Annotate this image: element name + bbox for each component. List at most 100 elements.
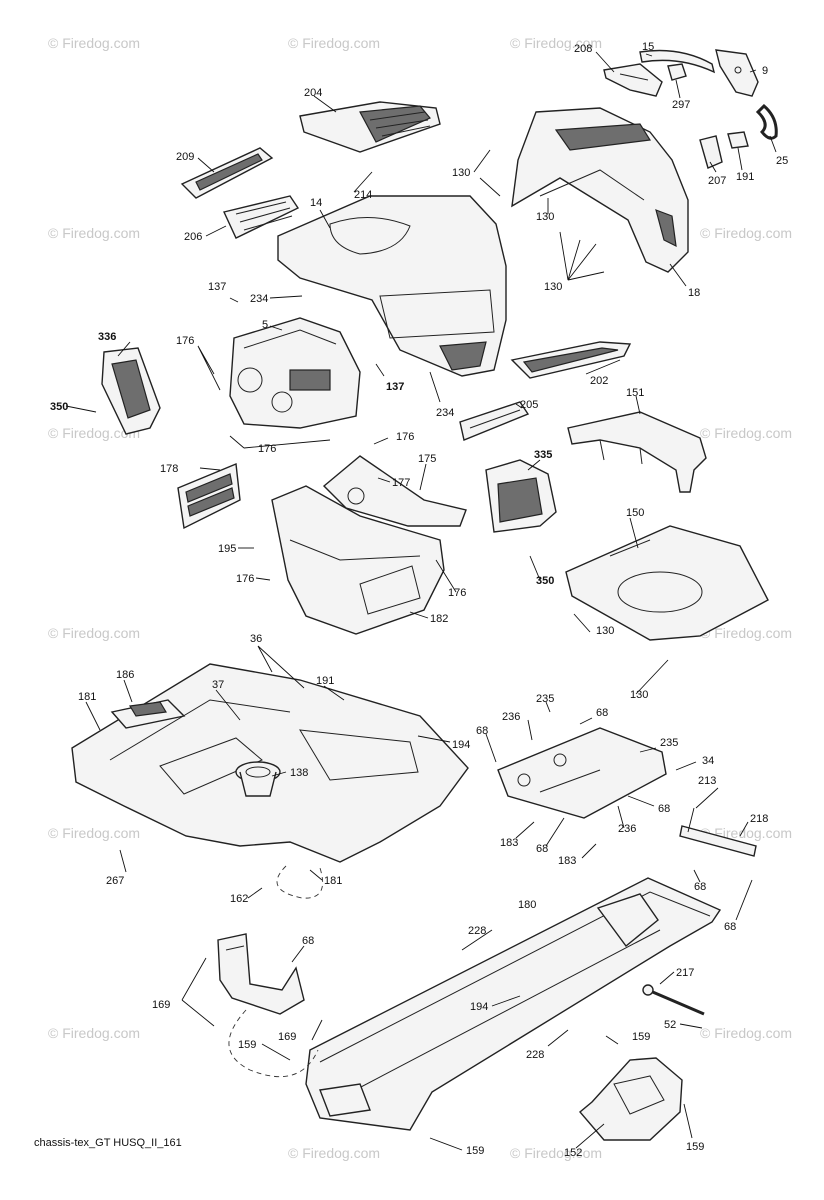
callout-label: 228 xyxy=(526,1049,544,1061)
callout-label: 151 xyxy=(626,387,644,399)
part-336-side-panel xyxy=(101,347,161,435)
part-151-bracket xyxy=(567,411,707,493)
callout-label: 130 xyxy=(630,689,648,701)
callout-label: 336 xyxy=(98,331,116,343)
callout-label: 183 xyxy=(500,837,518,849)
watermark: © Firedog.com xyxy=(700,625,792,641)
callout-label: 181 xyxy=(78,691,96,703)
watermark: © Firedog.com xyxy=(48,35,140,51)
part-34-mount-plate xyxy=(497,727,667,819)
callout-label: 169 xyxy=(152,999,170,1011)
watermark-layer: © Firedog.com © Firedog.com © Firedog.co… xyxy=(48,35,792,1161)
callout-label: 37 xyxy=(212,679,224,691)
part-202-grille xyxy=(510,341,632,379)
watermark: © Firedog.com xyxy=(48,625,140,641)
callout-label: 206 xyxy=(184,231,202,243)
callout-label: 68 xyxy=(658,803,670,815)
callout-label: 180 xyxy=(518,899,536,911)
callout-label: 183 xyxy=(558,855,576,867)
part-208-bracket xyxy=(603,63,663,97)
part-182-dash-lower xyxy=(271,485,445,635)
callout-label: 177 xyxy=(392,477,410,489)
part-206-grille xyxy=(223,195,300,239)
callout-label: 176 xyxy=(258,443,276,455)
callout-label: 162 xyxy=(230,893,248,905)
callout-label: 350 xyxy=(50,401,68,413)
callout-label: 175 xyxy=(418,453,436,465)
part-25-seal xyxy=(755,103,778,140)
callout-label: 218 xyxy=(750,813,768,825)
part-15-seal xyxy=(639,49,716,74)
part-18-front-nose xyxy=(511,107,689,273)
callout-label: 235 xyxy=(660,737,678,749)
callout-label: 213 xyxy=(698,775,716,787)
callout-label: 68 xyxy=(476,725,488,737)
watermark: © Firedog.com xyxy=(700,425,792,441)
callout-label: 205 xyxy=(520,399,538,411)
callout-label: 194 xyxy=(470,1001,488,1013)
callout-label: 204 xyxy=(304,87,322,99)
watermark: © Firedog.com xyxy=(700,1025,792,1041)
callout-label: 178 xyxy=(160,463,178,475)
part-5-dash-panel xyxy=(229,317,361,429)
callout-label: 68 xyxy=(724,921,736,933)
footer-code: chassis-tex_GT HUSQ_II_161 xyxy=(34,1137,182,1149)
part-297-clip xyxy=(667,63,687,81)
callout-label: 335 xyxy=(534,449,552,461)
callout-label: 52 xyxy=(664,1019,676,1031)
part-178-vent xyxy=(177,462,241,530)
callout-label: 138 xyxy=(290,767,308,779)
part-205-trim xyxy=(459,401,530,441)
part-152-bracket xyxy=(579,1057,683,1141)
part-138-boot xyxy=(235,761,281,797)
part-169-bracket xyxy=(217,933,305,1015)
part-191-clip xyxy=(727,131,749,149)
callout-label: 176 xyxy=(396,431,414,443)
callout-label: 208 xyxy=(574,43,592,55)
part-175-bracket xyxy=(322,455,467,527)
watermark: © Firedog.com xyxy=(288,1145,380,1161)
callout-label: 130 xyxy=(536,211,554,223)
guide-lines xyxy=(228,865,324,1078)
part-150-floor-plate xyxy=(565,525,769,641)
callout-label: 235 xyxy=(536,693,554,705)
callout-label: 209 xyxy=(176,151,194,163)
callout-label: 191 xyxy=(316,675,334,687)
callout-label: 350 xyxy=(536,575,554,587)
leader-lines xyxy=(65,51,777,1151)
part-217-rod xyxy=(642,984,705,1016)
callout-label: 68 xyxy=(536,843,548,855)
watermark: © Firedog.com xyxy=(288,35,380,51)
callout-label: 176 xyxy=(236,573,254,585)
callout-label: 150 xyxy=(626,507,644,519)
callout-label: 267 xyxy=(106,875,124,887)
callout-label: 68 xyxy=(694,881,706,893)
callout-label: 25 xyxy=(776,155,788,167)
part-218-bar xyxy=(679,825,757,857)
callout-label: 169 xyxy=(278,1031,296,1043)
callout-label: 202 xyxy=(590,375,608,387)
callout-label: 68 xyxy=(596,707,608,719)
callout-label: 207 xyxy=(708,175,726,187)
watermark: © Firedog.com xyxy=(48,425,140,441)
callout-label: 176 xyxy=(448,587,466,599)
callout-label: 186 xyxy=(116,669,134,681)
part-14-hood xyxy=(277,195,507,377)
callout-label: 182 xyxy=(430,613,448,625)
callout-label: 234 xyxy=(436,407,454,419)
part-180-frame xyxy=(305,877,722,1131)
callout-label: 14 xyxy=(310,197,322,209)
callout-label: 9 xyxy=(762,65,768,77)
callout-label: 130 xyxy=(596,625,614,637)
callout-label: 137 xyxy=(208,281,226,293)
callout-label: 191 xyxy=(736,171,754,183)
callout-label: 159 xyxy=(238,1039,256,1051)
callout-label: 236 xyxy=(502,711,520,723)
watermark: © Firedog.com xyxy=(48,225,140,241)
callout-label: 228 xyxy=(468,925,486,937)
watermark: © Firedog.com xyxy=(700,225,792,241)
watermark: © Firedog.com xyxy=(510,1145,602,1161)
watermark: © Firedog.com xyxy=(48,1025,140,1041)
part-9-bracket xyxy=(715,49,759,97)
